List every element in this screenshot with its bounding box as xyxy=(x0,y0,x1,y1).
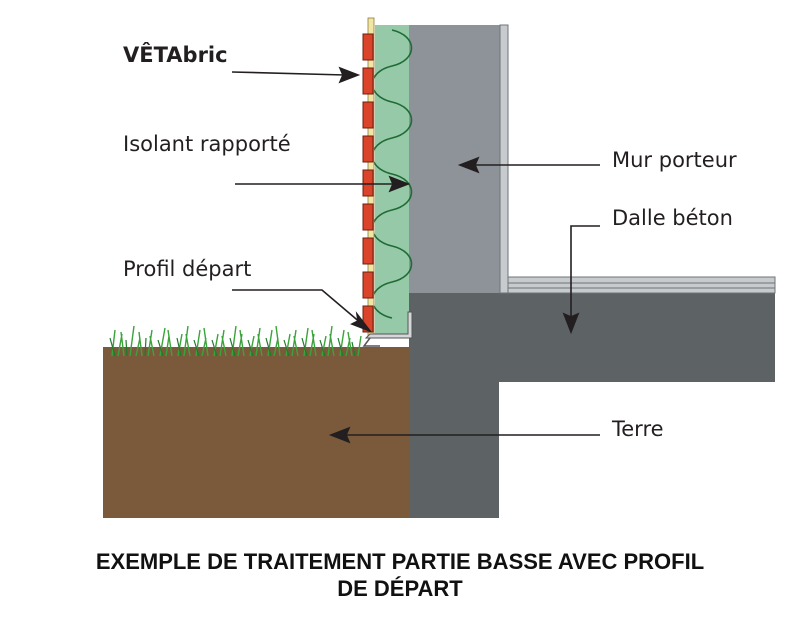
label-mur: Mur porteur xyxy=(612,148,737,172)
label-dalle: Dalle béton xyxy=(612,206,733,230)
diagram-caption: EXEMPLE DE TRAITEMENT PARTIE BASSE AVEC … xyxy=(20,548,780,602)
label-profil: Profil départ xyxy=(123,257,251,281)
label-vetabric: VÊTAbric xyxy=(123,42,228,67)
earth-block xyxy=(103,347,410,518)
caption-line-1: EXEMPLE DE TRAITEMENT PARTIE BASSE AVEC … xyxy=(95,549,705,574)
label-isolant: Isolant rapporté xyxy=(123,132,291,156)
section-diagram: VÊTAbric Isolant rapporté Profil départ … xyxy=(103,17,776,518)
starter-profile xyxy=(364,311,413,339)
brick-slips xyxy=(362,33,374,333)
floor-layers xyxy=(504,276,776,294)
concrete-slab xyxy=(409,292,775,382)
grass xyxy=(111,325,362,357)
starter-profile-drip xyxy=(362,337,380,347)
interior-lining xyxy=(499,24,509,294)
load-bearing-wall xyxy=(409,25,500,293)
insulation-wave xyxy=(371,29,413,319)
caption-line-2: DE DÉPART xyxy=(337,576,463,601)
grass-dark xyxy=(109,337,356,357)
leader-lines xyxy=(231,66,600,444)
label-terre: Terre xyxy=(611,417,664,441)
